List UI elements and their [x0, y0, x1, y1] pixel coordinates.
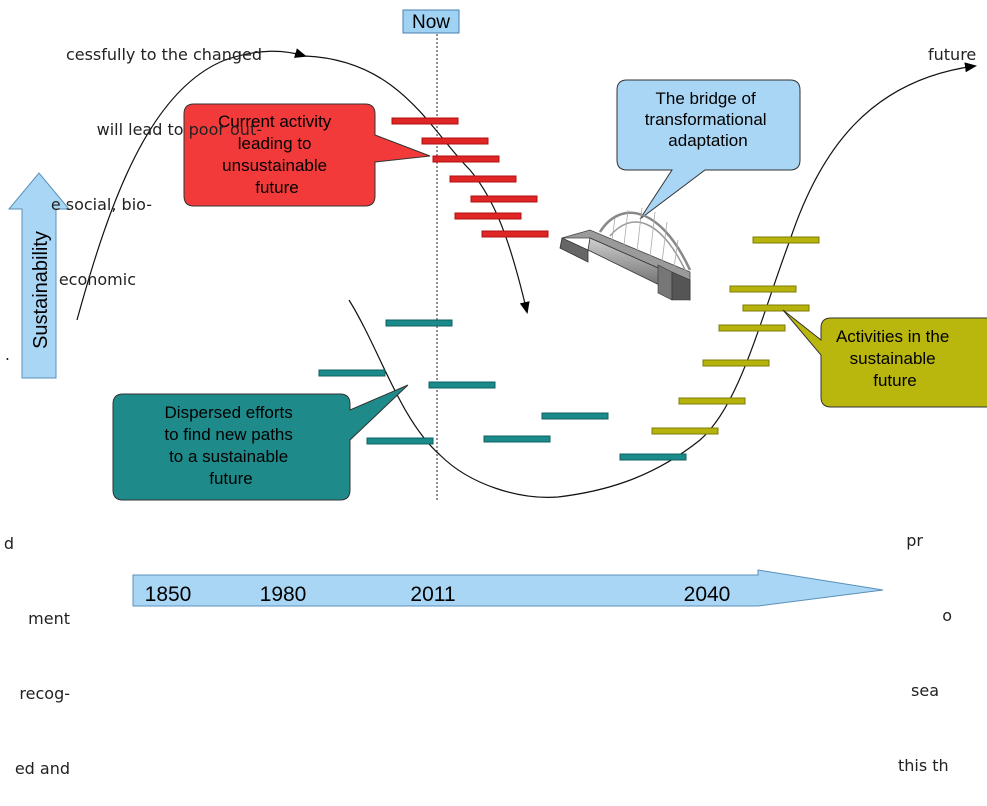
- current-activity-callout: [183, 103, 431, 207]
- activities-callout: [782, 309, 987, 408]
- bridge-callout: [616, 79, 801, 220]
- dispersed-efforts-text: Dispersed efforts to find new paths to a…: [164, 403, 297, 488]
- teal-bars: [318, 319, 687, 461]
- bridge-image: [559, 207, 692, 301]
- text-bottom-right: pr o sea this th: [898, 531, 952, 775]
- teal-bar: [483, 435, 551, 443]
- now-label: Now: [412, 12, 450, 33]
- text-top-left: cessfully to the changed will lead to po…: [4, 45, 262, 364]
- red-bars: [391, 117, 549, 238]
- dispersed-efforts-callout: [112, 384, 409, 501]
- sustainability-arrow: [7, 172, 71, 379]
- olive-bar: [718, 324, 786, 332]
- text-bottom-left: d ment recog- ed and: [3, 534, 70, 778]
- teal-bar: [541, 412, 609, 420]
- curve-decline: [304, 55, 530, 314]
- year-1850: 1850: [145, 583, 192, 606]
- bridge-text: The bridge of transformational adaptatio…: [645, 89, 772, 150]
- teal-bar: [366, 437, 434, 445]
- activities-text: Activities in the sustainable future: [836, 327, 954, 390]
- red-bar: [391, 117, 459, 125]
- teal-bar: [428, 381, 496, 389]
- red-bar: [449, 175, 517, 183]
- teal-bar: [318, 369, 386, 377]
- red-bar: [432, 155, 500, 163]
- red-bar: [421, 137, 489, 145]
- curve-rise: [76, 48, 307, 321]
- text-top-right: future: [928, 45, 977, 64]
- red-bar: [454, 212, 522, 220]
- now-label-box: [402, 9, 460, 34]
- year-1980: 1980: [260, 583, 307, 606]
- teal-bar: [619, 453, 687, 461]
- olive-bar: [702, 359, 770, 367]
- timeline-arrow: [132, 569, 884, 607]
- red-bar: [481, 230, 549, 238]
- olive-bar: [752, 236, 820, 244]
- sustainability-label: Sustainability: [30, 231, 52, 349]
- olive-bar: [678, 397, 746, 405]
- olive-bars: [651, 236, 820, 435]
- year-2011: 2011: [410, 583, 455, 606]
- teal-bar: [385, 319, 453, 327]
- olive-bar: [729, 285, 797, 293]
- olive-bar: [651, 427, 719, 435]
- year-2040: 2040: [684, 583, 731, 606]
- red-bar: [470, 195, 538, 203]
- current-activity-text: Current activity leading to unsustainabl…: [218, 112, 336, 197]
- olive-bar: [742, 304, 810, 312]
